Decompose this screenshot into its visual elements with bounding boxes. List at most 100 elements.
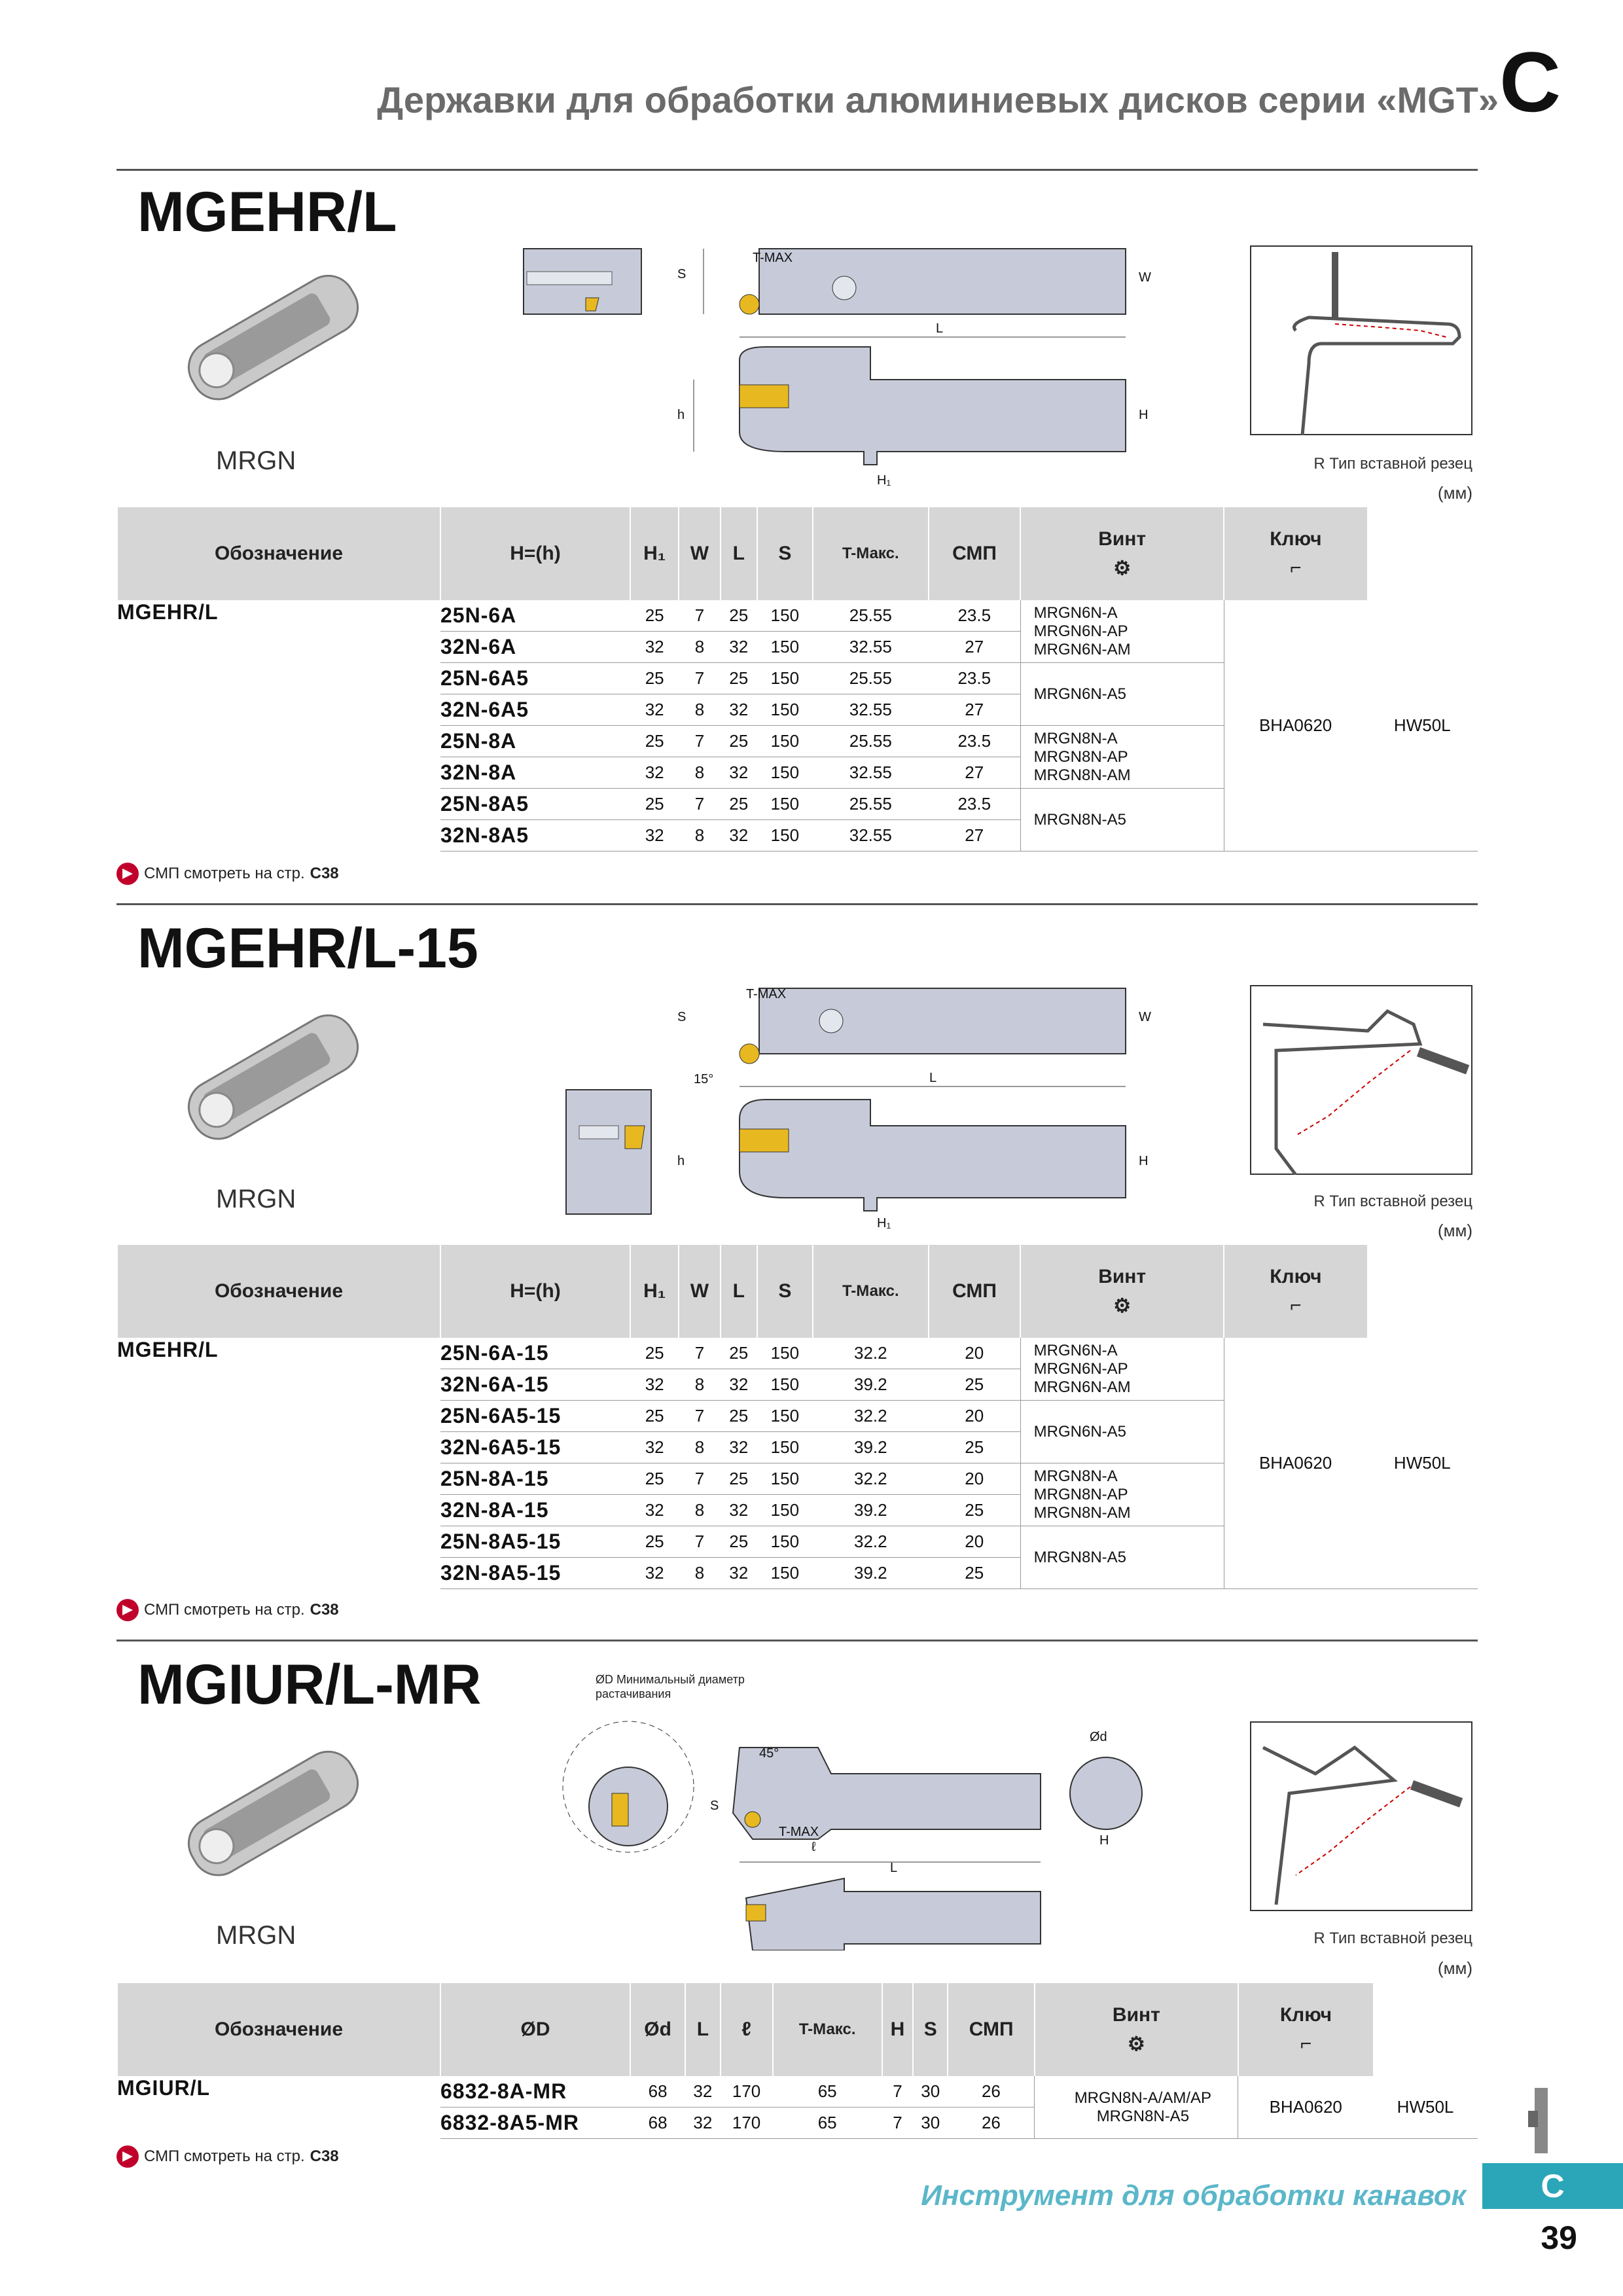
wheel-diagram [1250,245,1472,435]
family-code: MGEHR/L [117,600,219,624]
value-cell: 7 [679,1463,721,1495]
value-cell: 25 [720,662,757,694]
value-cell: 150 [757,694,813,726]
dim-tmax: T-MAX [746,987,786,1001]
col-smp: СМП [927,507,1021,600]
wheel-diagram [1250,985,1472,1175]
value-cell: 23.5 [928,662,1021,694]
key-icon: ⌐ [1290,557,1302,579]
value-cell: 7 [679,1338,721,1369]
value-cell: 32.2 [812,1338,929,1369]
screw-icon: ⚙ [1113,1295,1132,1317]
col-od: ØD [440,1983,630,2076]
value-cell: 32 [720,694,757,726]
min-bore-label: ØD Минимальный диаметр растачивания [596,1673,745,1700]
value-cell: 65 [772,2107,882,2139]
value-cell: 25 [928,1557,1021,1589]
value-cell: 25 [630,1463,679,1495]
value-cell: 65 [772,2076,882,2108]
value-cell: 20 [928,1526,1021,1558]
tool-drawing: 45° S T-MAX ℓ L Ød H [562,1721,1143,1950]
designation-cell: 32N-8A5-15 [440,1557,630,1589]
key-cell: HW50L [1366,600,1478,852]
footer-section-tab: C [1482,2163,1623,2209]
value-cell: 39.2 [812,1431,929,1463]
value-cell: 150 [757,819,813,852]
value-cell: 27 [928,694,1021,726]
col-smp: СМП [947,1983,1035,2076]
value-cell: 27 [928,631,1021,663]
value-cell: 150 [757,1463,813,1495]
family-code: MGIUR/L [117,2076,211,2100]
section-title-mgehr-15: MGEHR/L-15 [137,917,478,980]
col-d: Ød [629,1983,686,2076]
col-name: Обозначение [116,1245,440,1338]
designation-cell: 25N-8A5-15 [440,1526,630,1558]
dim-tmax: T-MAX [753,251,793,265]
unit-label: (мм) [1437,483,1472,503]
arrow-right-icon [116,863,139,885]
dim-h: h [677,408,685,422]
value-cell: 20 [928,1400,1021,1432]
col-H: H [881,1983,914,2076]
key-icon: ⌐ [1290,1295,1302,1316]
col-l: L [719,507,757,600]
designation-cell: 25N-6A [440,600,630,632]
spec-table-mgiur: Обозначение ØD Ød L ℓ T-Макс. H S СМП Ви… [116,1983,1478,2139]
value-cell: 25 [720,1400,757,1432]
designation-cell: 32N-6A-15 [440,1369,630,1401]
col-s: S [757,507,813,600]
value-cell: 32 [630,1494,679,1526]
col-tmax: T-Макс. [812,507,929,600]
value-cell: 8 [679,1369,721,1401]
dim-w: W [1139,1010,1151,1024]
grooving-tool-icon [1528,2088,1548,2153]
value-cell: 32 [720,1369,757,1401]
value-cell: 150 [757,788,813,820]
value-cell: 26 [948,2076,1035,2108]
designation-cell: 25N-8A5 [440,788,630,820]
value-cell: 150 [757,725,813,757]
arrow-right-icon [116,1599,139,1621]
screw-cell: BHA0620 [1224,600,1367,852]
divider [116,903,1478,905]
unit-label: (мм) [1437,1958,1472,1978]
value-cell: 32 [720,631,757,663]
col-name: Обозначение [116,1983,440,2076]
value-cell: 23.5 [928,725,1021,757]
spec-table-mgehr-15: Обозначение H=(h) H₁ W L S T-Макс. СМП В… [116,1245,1478,1589]
value-cell: 25 [720,1338,757,1369]
designation-cell: 6832-8A-MR [440,2076,630,2108]
insert-code-cell: MRGN8N-A5 [1020,1526,1224,1589]
col-screw: Винт⚙ [1033,1983,1238,2076]
value-cell: 7 [679,600,721,632]
insert-code-cell: MRGN6N-A MRGN6N-AP MRGN6N-AM [1020,1338,1224,1401]
value-cell: 32 [720,757,757,789]
value-cell: 30 [913,2107,948,2139]
value-cell: 7 [679,725,721,757]
col-hh: H=(h) [440,1245,630,1338]
value-cell: 150 [757,1526,813,1558]
col-w: W [678,507,721,600]
dim-h: h [677,1154,685,1168]
value-cell: 7 [679,788,721,820]
value-cell: 7 [679,1526,721,1558]
value-cell: 150 [757,1400,813,1432]
value-cell: 25 [928,1494,1021,1526]
col-h1: H₁ [629,507,679,600]
value-cell: 32 [630,1431,679,1463]
value-cell: 25 [720,1463,757,1495]
dim-tmax: T-MAX [779,1825,819,1839]
value-cell: 150 [757,1369,813,1401]
value-cell: 25.55 [812,725,929,757]
value-cell: 39.2 [812,1557,929,1589]
value-cell: 8 [679,1431,721,1463]
value-cell: 27 [928,757,1021,789]
value-cell: 170 [720,2107,773,2139]
